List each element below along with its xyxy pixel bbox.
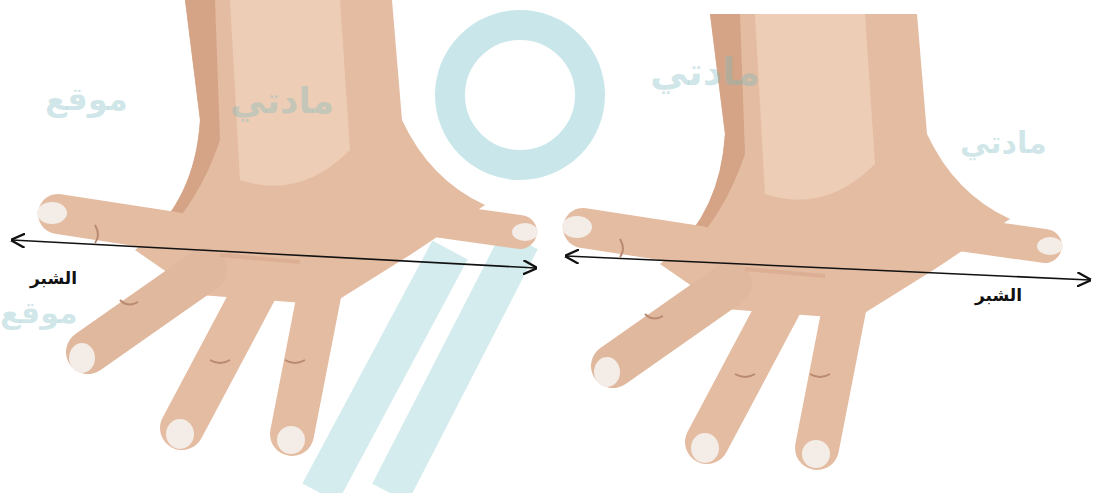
watermark: مادتي [230,80,334,121]
right-hand [562,14,1063,468]
span-arrow [12,240,536,268]
left-hand [37,0,538,454]
watermark: موقع [0,295,78,330]
span-label: الشبر [975,285,1022,305]
span-arrow [566,256,1090,280]
span-label: الشبر [30,268,77,288]
watermark-logo [450,25,590,165]
watermark: مادتي [960,125,1047,160]
watermark: موقع [45,80,128,118]
watermark: مادتي [650,50,760,94]
